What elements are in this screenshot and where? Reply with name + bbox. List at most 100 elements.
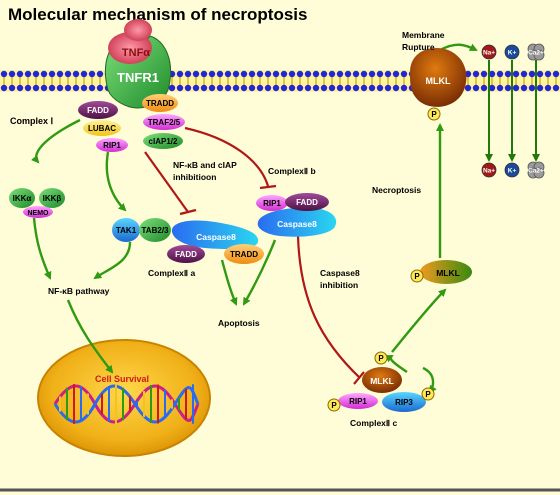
ions: Na+ K+ Ca2+ Na+ K+ Ca2+ [481,43,545,179]
svg-text:Caspase8: Caspase8 [196,232,236,242]
svg-text:IKKβ: IKKβ [43,194,62,203]
arrow-rupture [439,43,478,52]
ciap-node [143,133,183,149]
ikk-complex: IKKα IKKβ NEMO [9,188,65,218]
phosphate-label: P [425,390,431,399]
ion-label: K+ [508,50,517,57]
svg-text:LUBAC: LUBAC [88,124,116,133]
membrane-rupture-line1: Membrane [402,30,445,40]
svg-text:FADD: FADD [87,106,109,115]
arrow-complex2b-to-apoptosis [242,239,277,306]
phosphate-group-icon: P [410,269,424,283]
svg-text:RIP1: RIP1 [103,141,121,150]
ion-label: K+ [508,168,517,175]
rip1-2b-node [256,195,288,211]
dna-rungs [59,384,194,424]
phosphate-group-icon: P [327,398,341,412]
inhibit-complex1-to-2a [144,151,189,213]
necroptosis-label: Necroptosis [372,185,421,195]
complex-2c: MLKL RIP1 RIP3 ComplexⅡ c [338,367,426,428]
phosphate-group-icon: P [421,387,435,401]
apoptosis-label: Apoptosis [218,318,260,328]
fadd-node [78,101,118,119]
mlkl-membrane-node [410,48,467,107]
svg-text:TAB2/3: TAB2/3 [142,226,170,235]
ion-icon: Na+ [481,162,497,178]
arrow-phospho-cycle [384,354,408,373]
tnfa-label: TNFα [122,47,150,59]
caspase8-2a-node [171,220,259,250]
svg-text:TAK1: TAK1 [116,226,137,235]
membrane-rupture-line2: Rupture [402,42,435,52]
ion-icon: K+ [504,44,520,60]
phosphate-label: P [331,401,337,410]
phosphate-group-icon: P [427,107,441,121]
page-title: Molecular mechanism of necroptosis [8,5,307,24]
svg-text:RIP1: RIP1 [263,199,281,208]
svg-text:MLKL: MLKL [436,268,460,278]
tnfr1-label: TNFR1 [117,70,159,85]
activation-arrows [31,43,478,394]
caspase8-inhibition-line2: inhibition [320,280,358,290]
phosphate-label: P [378,354,384,363]
ion-label: Ca2+ [528,50,544,57]
mlkl-2c-node [362,367,402,393]
ion-label: Na+ [483,168,495,175]
dna-strand-b [53,384,200,424]
ion-icon: Na+ [481,44,497,60]
svg-text:TRADD: TRADD [230,250,258,259]
ion-label: Na+ [483,50,495,57]
arrow-fadd-to-ikk [31,118,81,164]
arrow-complex2c-to-mlkl [391,288,447,353]
phosphate-group-icon: P [374,351,388,365]
rip1-2c-node [338,393,378,409]
ion-icon: K+ [504,162,520,178]
rip1-node [96,138,128,152]
arrow-nfkb-to-survival [66,299,114,374]
ion-icon: Ca2+ [527,43,545,61]
svg-text:RIP1: RIP1 [349,397,367,406]
fadd-2a-node [167,245,205,263]
mlkl-free-node [420,260,472,284]
svg-text:Caspase8: Caspase8 [277,219,317,229]
mlkl-membrane-pore: MLKL [410,48,467,107]
svg-text:TRAF2/5: TRAF2/5 [148,118,181,127]
svg-text:NEMO: NEMO [28,210,50,217]
svg-text:RIP3: RIP3 [395,398,413,407]
arrow-rip1-to-tak1 [105,151,127,212]
ion-icon: Ca2+ [527,161,545,179]
complex-2a-label: ComplexⅡ a [148,268,195,278]
complex-2b: ComplexⅡ b Caspase8 RIP1 FADD [256,166,337,237]
arrow-ikk-to-nfkb [32,217,52,280]
tradd-2a-node [224,244,264,264]
svg-text:FADD: FADD [175,250,197,259]
nfkb-ciap-inhibition-line2: inhibitioon [173,172,216,182]
phosphate-label: P [431,110,437,119]
lubac-node [83,120,121,136]
inhibit-complex2b-to-2c [296,235,361,379]
arrow-tak1-to-nfkb [93,241,132,280]
rip3-2c-node [382,392,426,412]
svg-text:TRADD: TRADD [146,99,174,108]
nfkb-pathway-label: NF-κB pathway [48,286,110,296]
nfkb-ciap-inhibition-line1: NF-κB and cIAP [173,160,237,170]
ikka-node [9,188,35,208]
complex-1-label: Complex Ⅰ [10,116,53,126]
inhibit-complex1-to-2b [184,126,270,187]
inhibition-lines [144,126,365,385]
ion-label: Ca2+ [528,168,544,175]
complex-2b-label: ComplexⅡ b [268,166,316,176]
ikkb-node [39,188,65,208]
phosphate-groups: P P P P P [327,107,441,412]
fadd-2b-node [285,193,329,211]
complex-2a: Caspase8 FADD TRADD ComplexⅡ a [148,220,264,278]
nemo-node [23,206,53,218]
svg-text:FADD: FADD [296,198,318,207]
tab-node [139,218,171,242]
complex-1: FADD LUBAC RIP1 TRADD TRAF2/5 cIAP1/2 Co… [10,94,185,152]
caspase8-inhibition-line1: Caspase8 [320,268,360,278]
ion-efflux-arrows [485,60,540,162]
phosphate-label: P [414,272,420,281]
caspase8-2b-node [257,207,337,237]
